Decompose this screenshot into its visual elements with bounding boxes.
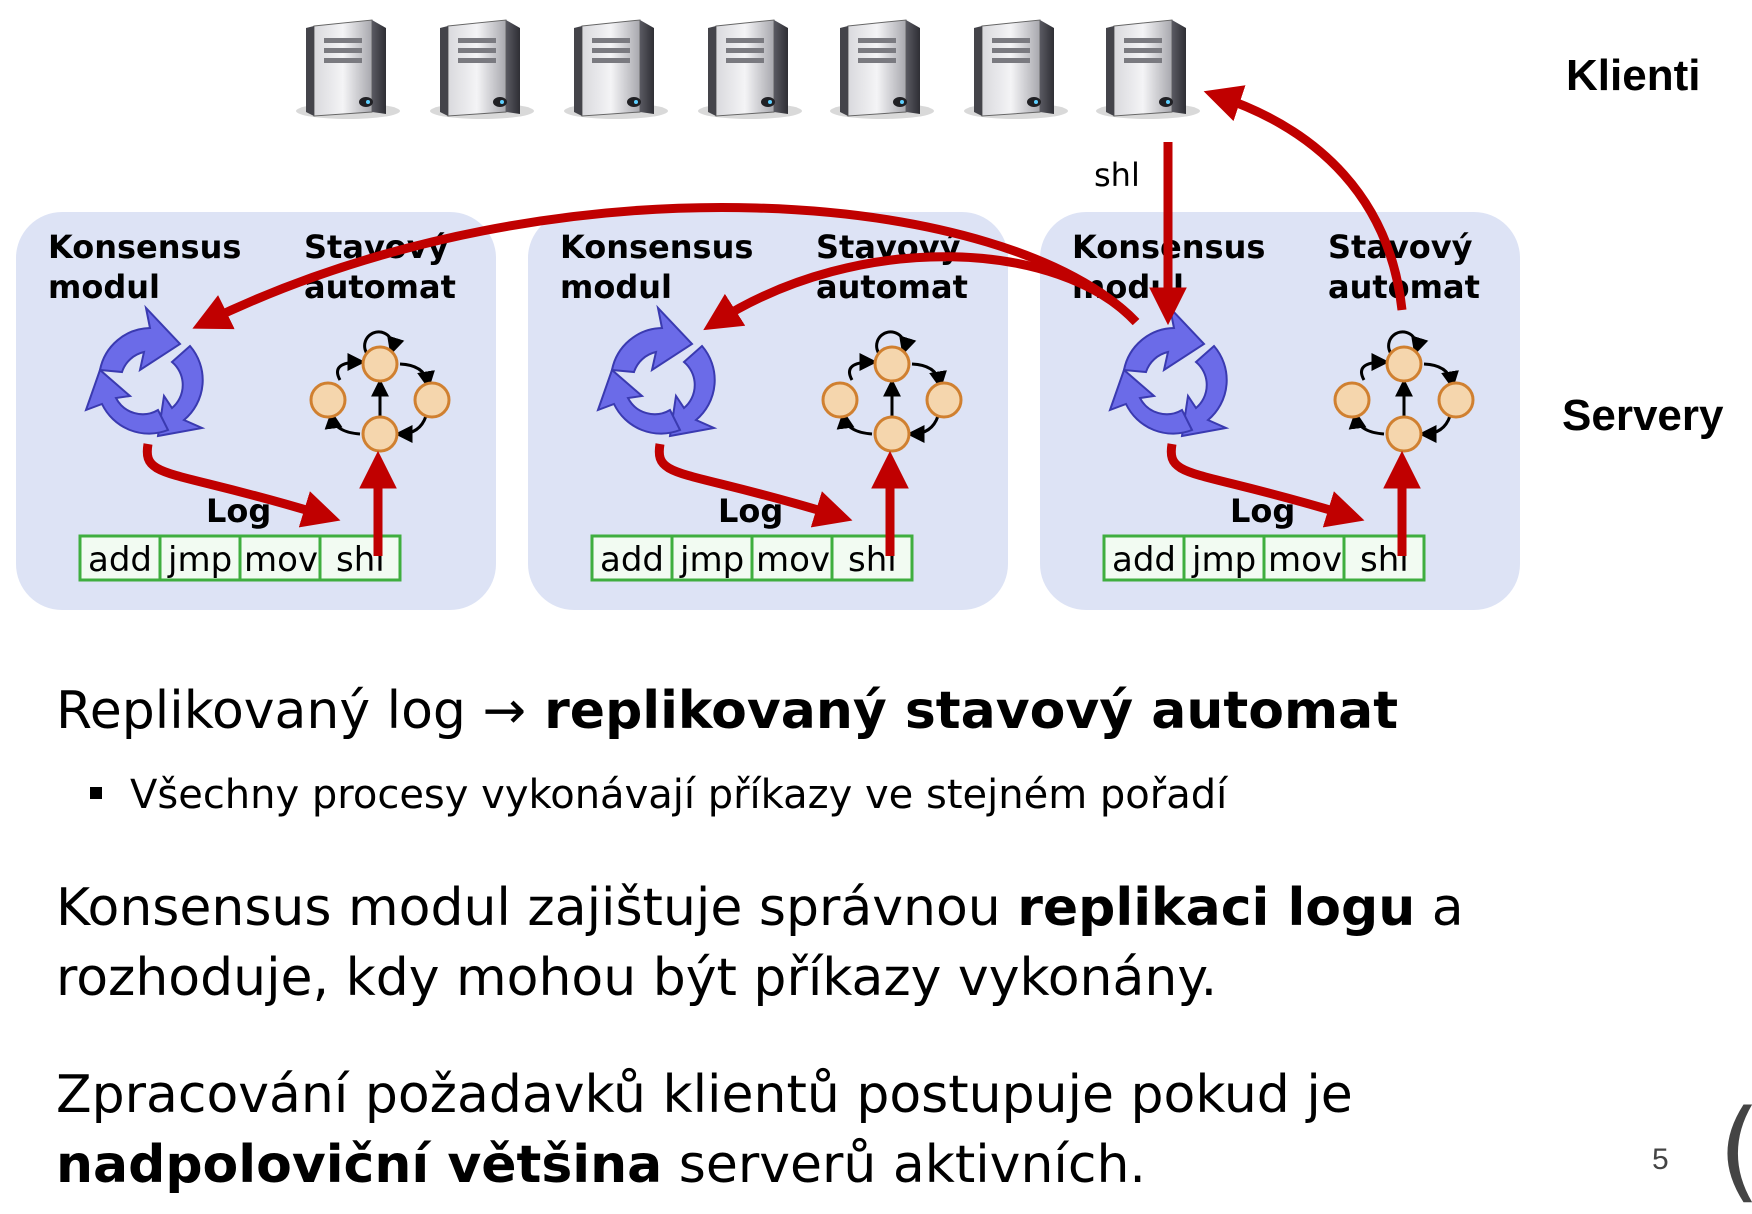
client-computer-icon: [1095, 19, 1201, 120]
p3-bold: nadpoloviční většina: [56, 1135, 663, 1195]
client-computer-icon: [429, 19, 535, 120]
log-entry: add: [88, 540, 152, 580]
consensus-module-title-2: modul: [48, 268, 160, 306]
log-entry: jmp: [1191, 540, 1256, 580]
corner-logo-fragment: (: [1718, 1095, 1752, 1205]
client-computer-icon: [295, 19, 401, 120]
servers-label: Servery: [1562, 391, 1724, 440]
state-machine-icon: [1333, 330, 1475, 453]
log-entry: mov: [244, 540, 318, 580]
consensus-to-log-arrow: [142, 443, 341, 528]
log-entry: mov: [756, 540, 830, 580]
p1-text: Replikovaný log: [56, 681, 483, 741]
replication-diagram: Klienti Servery Konsensus modul Stavový …: [16, 19, 1724, 610]
server-node-2: Konsensus modul Stavový automat Log add …: [528, 212, 1008, 610]
log-entries: add jmp mov shl: [78, 534, 402, 582]
server-node-1: Konsensus modul Stavový automat Log add …: [16, 212, 496, 610]
client-computer-icon: [829, 19, 935, 120]
state-machine-title-2: automat: [816, 268, 968, 306]
client-computer-icon: [697, 19, 803, 120]
server-node-3: Konsensus modul Stavový automat Log add …: [1040, 212, 1520, 610]
bullet-square-icon: [90, 787, 102, 799]
consensus-to-log-arrow: [654, 443, 853, 528]
p2-text-a: Konsensus modul zajištuje správnou: [56, 878, 1018, 938]
paragraph-majority: Zpracování požadavků klientů postupuje p…: [56, 1060, 1353, 1200]
state-machine-title: Stavový: [1328, 228, 1473, 266]
consensus-module-title-2: modul: [560, 268, 672, 306]
state-machine-icon: [821, 330, 963, 453]
p2-bold: replikaci logu: [1017, 878, 1416, 938]
bullet-text: Všechny procesy vykonávají příkazy ve st…: [130, 772, 1228, 818]
log-entry: mov: [1268, 540, 1342, 580]
incoming-command-label: shl: [1094, 156, 1140, 194]
log-entry: add: [1112, 540, 1176, 580]
p1-bold: replikovaný stavový automat: [526, 681, 1399, 741]
clients-label: Klienti: [1566, 51, 1700, 100]
log-entries: add jmp mov shl: [1102, 534, 1426, 582]
client-response-arrow: [1203, 85, 1407, 311]
state-machine-icon: [309, 330, 451, 453]
p3-line1: Zpracování požadavků klientů postupuje p…: [56, 1065, 1353, 1125]
right-arrow-icon: →: [482, 681, 527, 741]
page-number: 5: [1652, 1143, 1669, 1176]
consensus-to-log-arrow: [1166, 443, 1365, 528]
log-entry: jmp: [167, 540, 232, 580]
consensus-module-title: Konsensus: [48, 228, 241, 266]
client-computer-icon: [563, 19, 669, 120]
client-computer-icon: [963, 19, 1069, 120]
paragraph-consensus: Konsensus modul zajištuje správnou repli…: [56, 873, 1464, 1013]
p2-text-b: a: [1415, 878, 1464, 938]
client-servers: [295, 19, 1201, 120]
consensus-module-title: Konsensus: [560, 228, 753, 266]
log-entry: jmp: [679, 540, 744, 580]
bullet-item: Všechny procesy vykonávají příkazy ve st…: [90, 772, 1227, 818]
log-entries: add jmp mov shl: [590, 534, 914, 582]
p2-line2: rozhoduje, kdy mohou být příkazy vykonán…: [56, 948, 1218, 1008]
replication-arrow-to-server-1: [192, 203, 1140, 330]
paragraph-replicated-log: Replikovaný log → replikovaný stavový au…: [56, 676, 1398, 746]
log-entry: add: [600, 540, 664, 580]
p3-text-b: serverů aktivních.: [662, 1135, 1146, 1195]
replication-arrow-to-server-2: [703, 252, 1140, 331]
